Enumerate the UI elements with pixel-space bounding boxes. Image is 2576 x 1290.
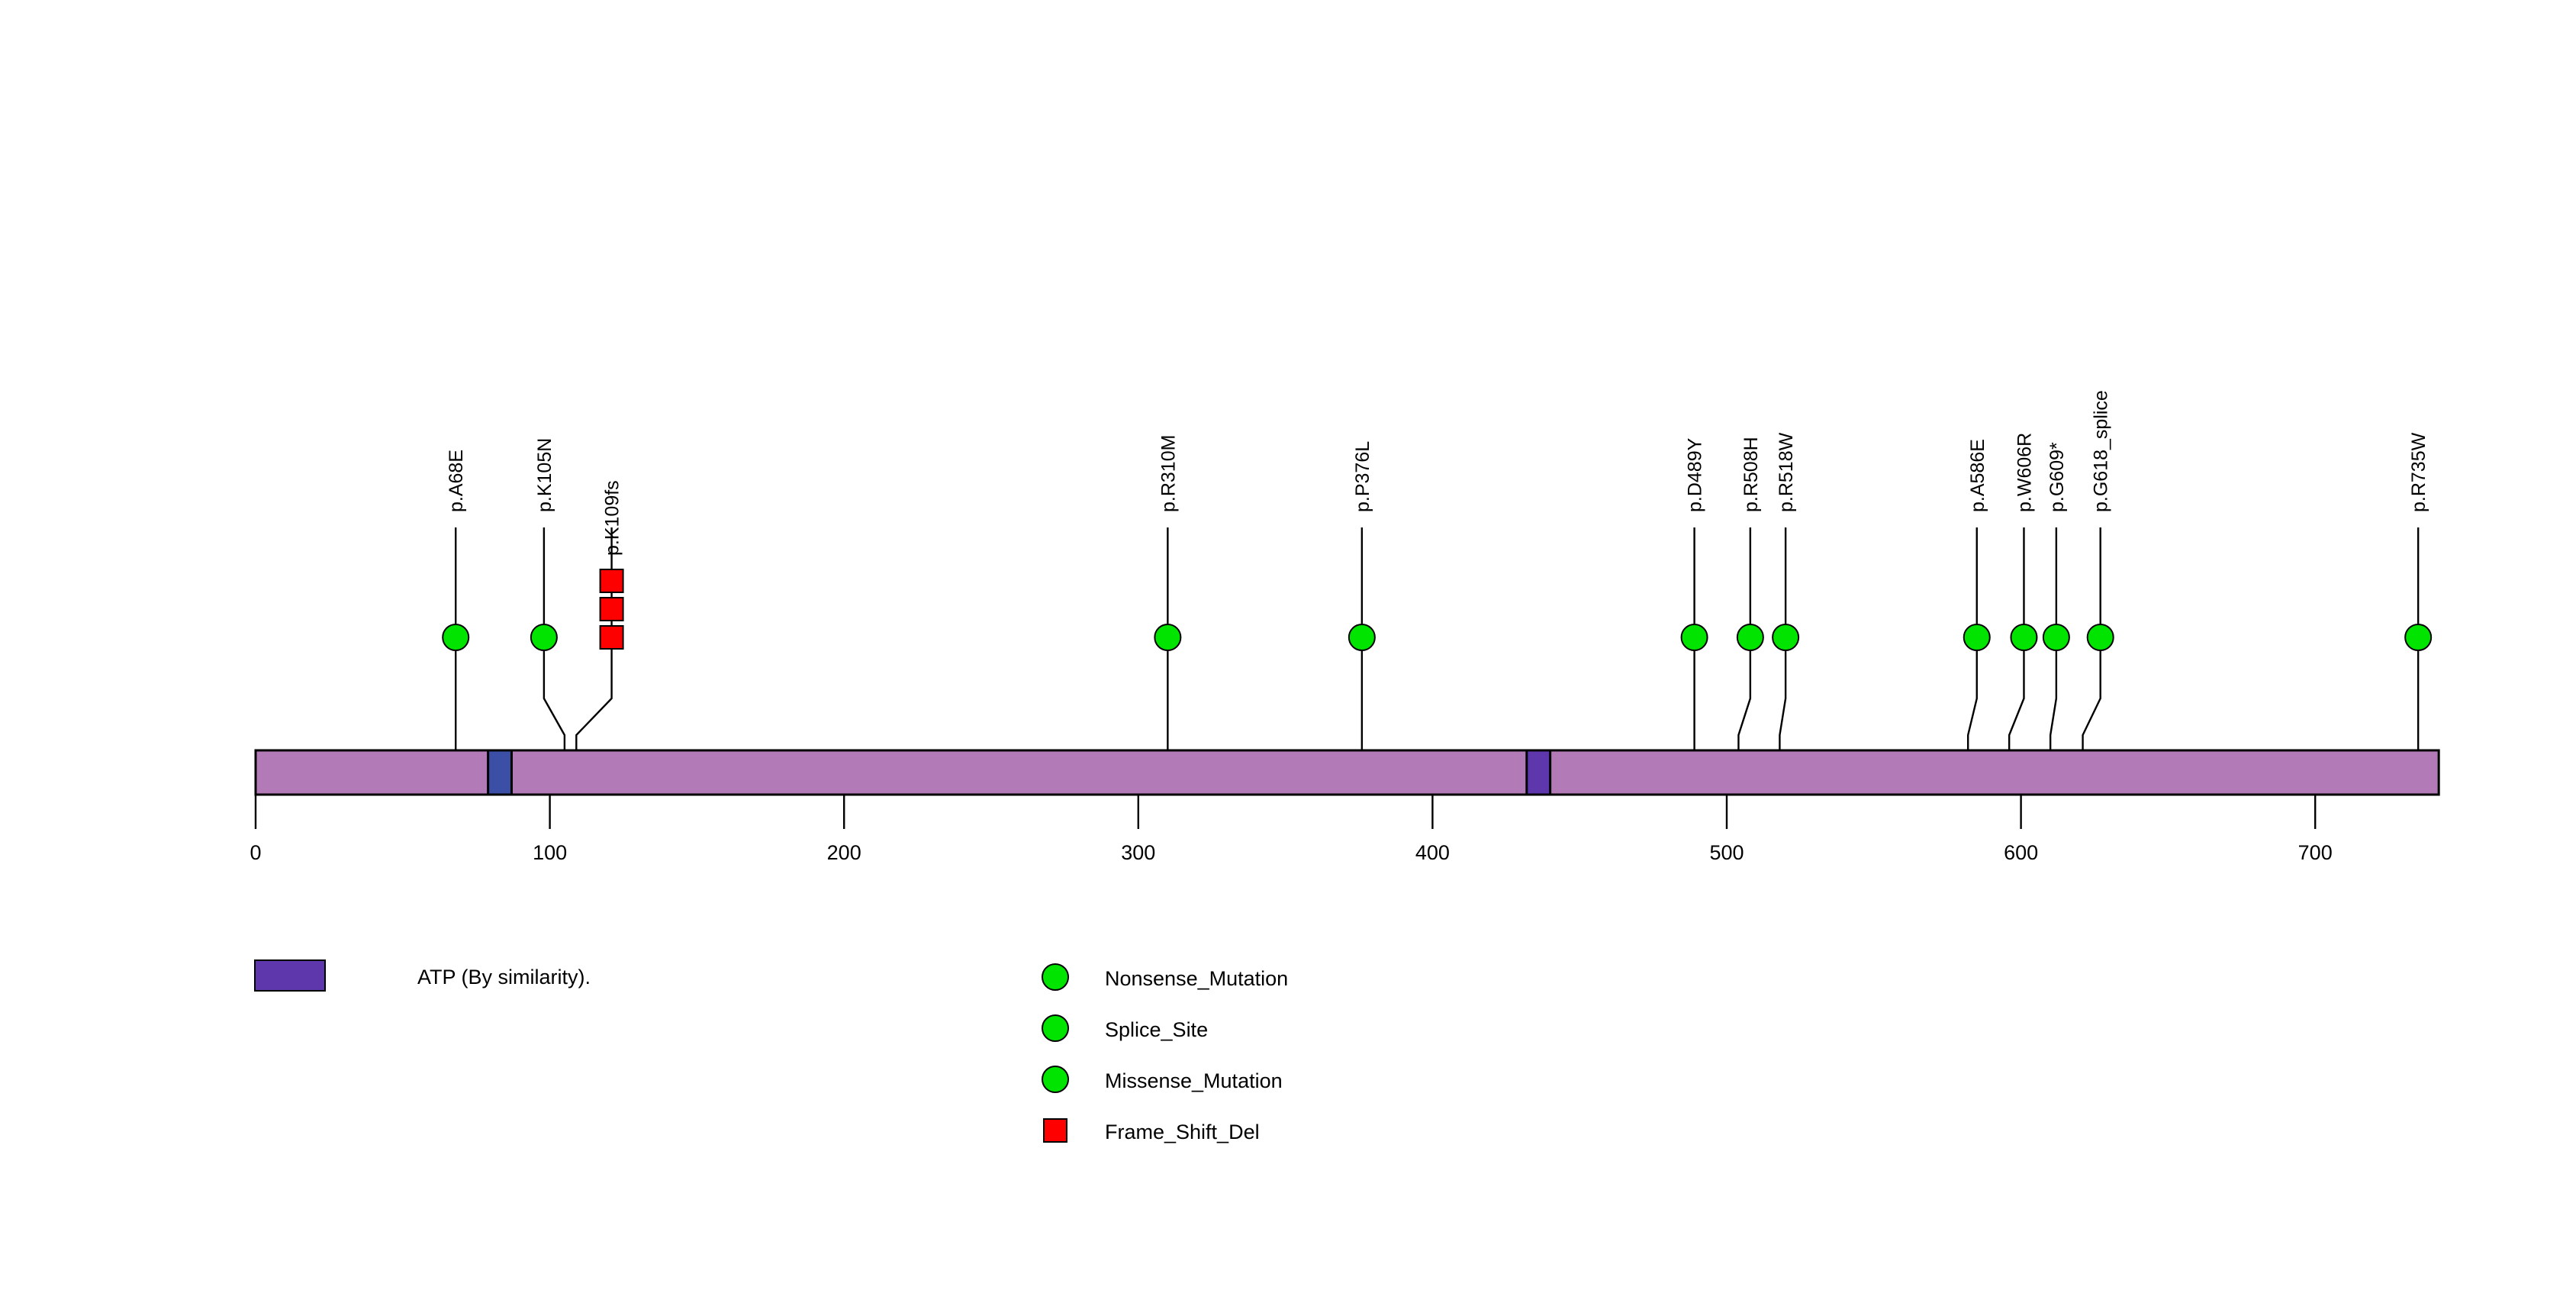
mutation-marker-square[interactable]: p.K109fs — Frame_Shift_Del bbox=[599, 569, 624, 593]
mutation-marker-circle[interactable]: p.W606R — Missense_Mutation bbox=[2010, 624, 2038, 651]
mutation-legend-label: Nonsense_Mutation bbox=[1105, 967, 1288, 990]
mutation-label: p.G618_splice bbox=[2091, 390, 2112, 512]
mutation-label: p.R310M bbox=[1158, 435, 1179, 512]
mutation-marker-circle[interactable]: p.R310M — Missense_Mutation bbox=[1154, 624, 1182, 651]
mutation-label: p.G609* bbox=[2046, 442, 2068, 512]
mutation-label-group: p.A68E p.K105N p.K109fs p.R310M p.P376L p.D48… bbox=[446, 390, 2429, 556]
mutation-marker-circle[interactable]: p.D489Y — Missense_Mutation bbox=[1680, 624, 1708, 651]
domain-legend-swatch[interactable] bbox=[254, 959, 326, 992]
axis-tick-label: 200 bbox=[827, 841, 861, 864]
mutation-marker-circle[interactable]: p.A586E — Missense_Mutation bbox=[1963, 624, 1991, 651]
mutation-label: p.A68E bbox=[446, 450, 467, 512]
mutation-marker-circle[interactable]: p.K105N — Missense_Mutation bbox=[530, 624, 558, 651]
mutation-legend-group: Nonsense_MutationSplice_SiteMissense_Mut… bbox=[1042, 963, 1288, 1143]
axis-tick-label: 300 bbox=[1121, 841, 1155, 864]
mutation-marker-circle[interactable]: p.G609* — Nonsense_Mutation bbox=[2042, 624, 2070, 651]
domain-legend-group: ATP (By similarity). bbox=[254, 959, 591, 992]
mutation-label: p.A586E bbox=[1967, 439, 1988, 512]
axis-tick-label: 100 bbox=[533, 841, 567, 864]
mutation-legend-swatch-circle[interactable] bbox=[1042, 1014, 1069, 1042]
mutation-label: p.D489Y bbox=[1685, 437, 1706, 512]
axis-tick-label: 700 bbox=[2298, 841, 2333, 864]
mutation-label: p.R735W bbox=[2408, 432, 2429, 512]
mutation-marker-square[interactable]: p.K109fs — Frame_Shift_Del bbox=[599, 625, 624, 650]
axis-tick-label: 400 bbox=[1415, 841, 1450, 864]
axis-tick-label: 500 bbox=[1709, 841, 1744, 864]
protein-backbone-group bbox=[254, 749, 2440, 796]
mutation-marker-square[interactable]: p.K109fs — Frame_Shift_Del bbox=[599, 597, 624, 621]
protein-domain-group: ATP (By similarity). ATP (By similarity). bbox=[487, 749, 1552, 796]
protein-domain-atp[interactable]: ATP (By similarity). bbox=[487, 749, 513, 796]
mutation-legend-label: Missense_Mutation bbox=[1105, 1069, 1283, 1092]
axis-tick-label: 0 bbox=[250, 841, 261, 864]
protein-backbone bbox=[254, 749, 2440, 796]
position-axis-group: 0 100 200 300 400 500 600 700 bbox=[250, 795, 2333, 864]
mutation-legend-swatch-square[interactable] bbox=[1043, 1118, 1067, 1143]
mutation-marker-group: p.A68E — Missense_Mutation p.K105N — Miss… bbox=[442, 569, 2433, 651]
mutation-legend-swatch-circle[interactable] bbox=[1042, 963, 1069, 991]
mutation-marker-circle[interactable]: p.A68E — Missense_Mutation bbox=[442, 624, 470, 651]
mutation-marker-circle[interactable]: p.R518W — Missense_Mutation bbox=[1772, 624, 1800, 651]
mutation-label: p.K109fs bbox=[602, 480, 623, 556]
mutation-label: p.P376L bbox=[1352, 441, 1373, 512]
mutation-legend-swatch-circle[interactable] bbox=[1042, 1066, 1069, 1093]
mutation-label: p.K105N bbox=[534, 438, 555, 512]
mutation-label: p.W606R bbox=[2014, 433, 2035, 512]
mutation-label: p.R508H bbox=[1740, 437, 1762, 512]
mutation-marker-circle[interactable]: p.R508H — Missense_Mutation bbox=[1736, 624, 1764, 651]
mutation-marker-circle[interactable]: p.P376L — Missense_Mutation bbox=[1348, 624, 1376, 651]
axis-tick-label: 600 bbox=[2004, 841, 2038, 864]
mutation-label: p.R518W bbox=[1776, 432, 1797, 512]
domain-legend-label: ATP (By similarity). bbox=[417, 966, 591, 988]
protein-domain-atp[interactable]: ATP (By similarity). bbox=[1525, 749, 1552, 796]
mutation-marker-circle[interactable]: p.R735W — Missense_Mutation bbox=[2404, 624, 2433, 651]
mutation-marker-circle[interactable]: p.G618_splice — Splice_Site bbox=[2086, 624, 2114, 651]
mutation-legend-label: Splice_Site bbox=[1105, 1018, 1208, 1041]
mutation-legend-label: Frame_Shift_Del bbox=[1105, 1121, 1260, 1143]
